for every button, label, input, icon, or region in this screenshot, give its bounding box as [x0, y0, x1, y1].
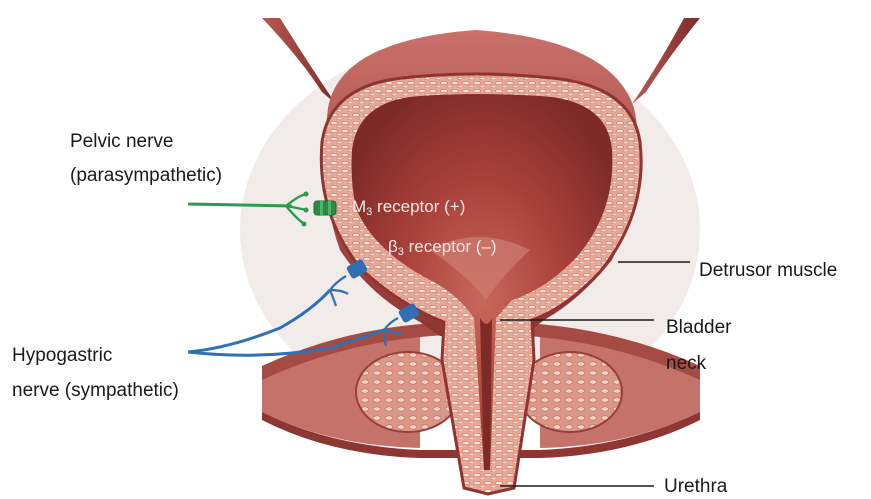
m3-subscript: 3: [366, 206, 372, 218]
hypogastric-nerve-sublabel: nerve (sympathetic): [12, 378, 179, 403]
beta3-receptor-label: β3 receptor (–): [388, 236, 497, 263]
hypogastric-nerve-label: Hypogastric: [12, 343, 112, 368]
beta3-symbol: β: [388, 237, 398, 256]
bladder-neck-label: Bladder: [666, 315, 732, 340]
right-ureter: [632, 18, 700, 104]
urethra-label: Urethra: [664, 474, 727, 499]
m3-receptor-icon: [314, 201, 336, 215]
beta3-text: receptor (–): [409, 237, 497, 256]
pelvic-nerve-sublabel: (parasympathetic): [70, 163, 222, 188]
m3-receptor-label: M3 receptor (+): [352, 196, 465, 223]
m3-text: receptor (+): [377, 197, 465, 216]
m3-symbol: M: [352, 197, 366, 216]
beta3-subscript: 3: [398, 246, 404, 258]
left-ureter: [262, 18, 336, 104]
detrusor-muscle-label: Detrusor muscle: [699, 258, 837, 283]
bladder-neck-sublabel: neck: [666, 351, 706, 376]
pelvic-nerve-label: Pelvic nerve: [70, 129, 174, 154]
